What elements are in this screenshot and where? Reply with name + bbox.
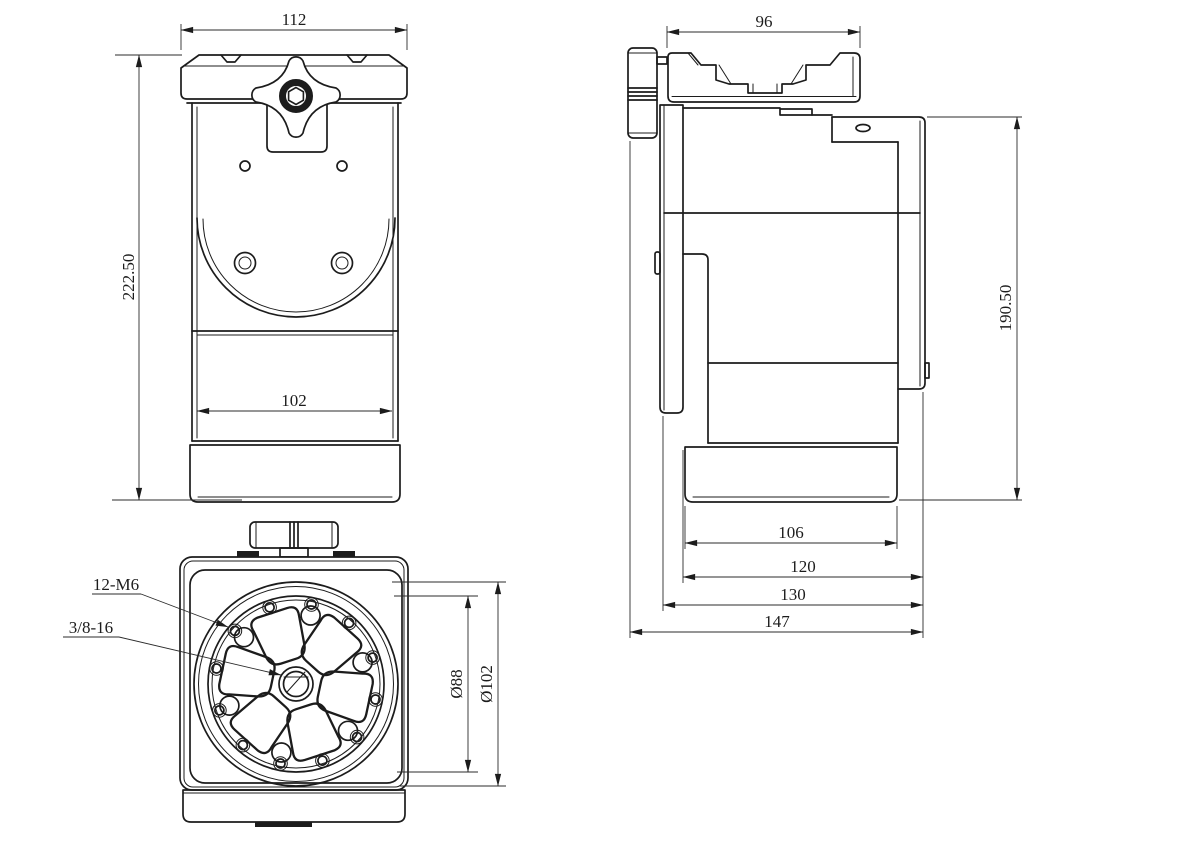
dim-side-mid: 120 <box>790 557 816 576</box>
front-view: 112 222.50 102 <box>112 10 408 503</box>
side-base <box>684 446 898 503</box>
side-clamp-knob[interactable] <box>627 47 668 139</box>
front-hole-small-left <box>239 160 251 172</box>
label-bolt-pattern: 12-M6 <box>93 575 139 594</box>
bottom-bar <box>182 789 406 827</box>
hex-socket-icon <box>287 86 305 106</box>
rear-slot <box>855 123 871 133</box>
clamp-notch-left <box>220 54 242 63</box>
front-base <box>189 444 401 503</box>
dim-side-base: 106 <box>778 523 804 542</box>
bottom-tab-right <box>333 551 355 557</box>
bottom-dimensions: Ø88 Ø102 <box>392 581 506 787</box>
bottom-labels: 12-M6 3/8-16 <box>63 575 282 676</box>
label-center-thread: 3/8-16 <box>69 618 113 637</box>
dim-side-height: 190.50 <box>996 285 1015 332</box>
bottom-knob-stem <box>279 547 309 558</box>
bottom-tab-left <box>237 551 259 557</box>
front-hole-small-right <box>336 160 348 172</box>
dim-side-body: 130 <box>780 585 806 604</box>
dim-front-inner-width: 102 <box>281 391 307 410</box>
rotary-plate <box>193 581 399 787</box>
dim-side-width: 96 <box>756 12 773 31</box>
bottom-knob[interactable] <box>249 521 339 558</box>
dim-dia-outer: Ø102 <box>477 665 496 703</box>
side-front-plate <box>654 104 684 414</box>
m6-holes <box>209 597 383 771</box>
star-knob[interactable] <box>251 56 341 138</box>
side-top-tab <box>779 108 813 116</box>
side-view: 96 190.50 106 120 130 147 <box>627 12 1022 638</box>
knob-stem <box>656 56 668 65</box>
center-thread-hole <box>278 666 314 702</box>
bottom-bar-tab <box>255 822 312 827</box>
front-hole-cb-right <box>330 251 354 275</box>
side-body <box>663 107 930 444</box>
clamp-notch-right <box>346 54 368 63</box>
side-right-tab <box>924 362 930 379</box>
front-dimensions: 112 222.50 102 <box>112 10 408 501</box>
dim-dia-inner: Ø88 <box>447 669 466 698</box>
bottom-view: 12-M6 3/8-16 Ø88 Ø102 <box>63 521 506 827</box>
dim-front-width: 112 <box>282 10 307 29</box>
front-body <box>191 102 399 442</box>
side-clamp-plate <box>667 52 861 103</box>
front-hole-cb-left <box>233 251 257 275</box>
dim-front-height: 222.50 <box>119 254 138 301</box>
dim-side-overall: 147 <box>764 612 790 631</box>
side-pin <box>654 251 661 275</box>
side-dimensions: 96 190.50 106 120 130 147 <box>629 12 1022 638</box>
